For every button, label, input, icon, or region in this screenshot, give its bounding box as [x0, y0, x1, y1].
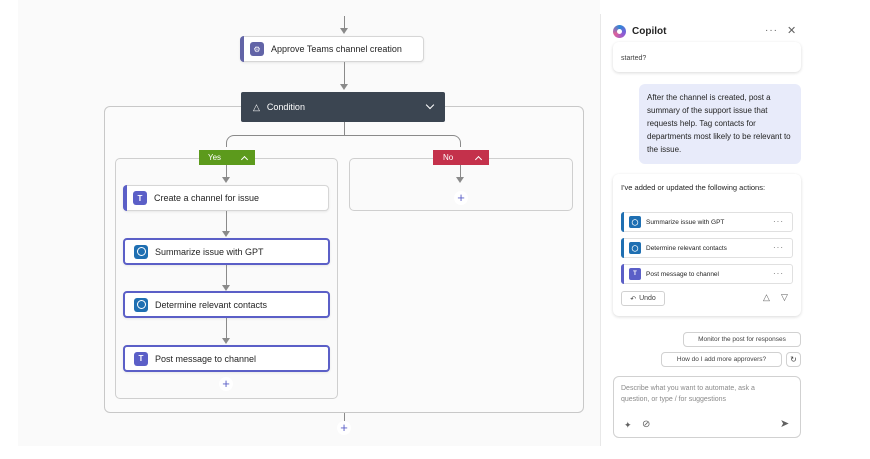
card-label: Determine relevant contacts	[155, 299, 268, 310]
copilot-title: Copilot	[632, 26, 667, 37]
suggestion-chip-monitor[interactable]: Monitor the post for responses	[683, 332, 801, 347]
teams-icon: T	[133, 191, 147, 205]
gpt-icon	[134, 244, 148, 259]
user-message-bubble: After the channel is created, post a sum…	[639, 84, 801, 164]
suggestion-chip-approvers[interactable]: How do I add more approvers?	[661, 352, 782, 367]
card-accent-bar	[240, 36, 244, 62]
arrow-head	[456, 177, 464, 183]
approve-teams-channel-card[interactable]: ⚙ Approve Teams channel creation	[240, 36, 424, 62]
refresh-suggestions-button[interactable]: ↻	[786, 352, 801, 367]
arrow-head	[222, 177, 230, 183]
action-card-determine-contacts[interactable]: Determine relevant contacts	[123, 291, 330, 318]
yes-label: Yes	[208, 153, 222, 162]
more-options-icon[interactable]: ···	[773, 269, 784, 278]
action-card-post-message[interactable]: T Post message to channel	[123, 345, 330, 372]
more-options-icon[interactable]: ···	[765, 25, 778, 36]
previous-message-text: started?	[621, 55, 647, 62]
chevron-up-icon	[474, 155, 483, 163]
accent-bar	[621, 264, 624, 284]
thumbs-up-icon[interactable]: △	[763, 292, 770, 302]
undo-icon: ↶	[630, 295, 637, 303]
sparkle-icon[interactable]: ✦	[624, 420, 632, 430]
no-branch-label[interactable]: No	[433, 150, 489, 165]
yes-branch-label[interactable]: Yes	[199, 150, 255, 165]
connector	[226, 318, 227, 340]
gpt-icon: ◯	[629, 216, 641, 228]
condition-icon: △	[253, 101, 260, 112]
condition-label: Condition	[266, 102, 305, 112]
response-action-post[interactable]: T Post message to channel ···	[621, 264, 793, 284]
undo-label: Undo	[639, 295, 656, 302]
accent-bar	[621, 212, 624, 232]
connector	[226, 265, 227, 287]
action-label: Summarize issue with GPT	[646, 218, 725, 226]
chevron-down-icon[interactable]	[425, 100, 435, 110]
connector	[460, 165, 461, 179]
input-placeholder: Describe what you want to automate, ask …	[621, 385, 755, 403]
arrow-head	[340, 28, 348, 34]
copilot-panel: Copilot ··· ✕ started? After the channel…	[600, 14, 802, 446]
refresh-icon: ↻	[790, 355, 797, 364]
connector	[344, 413, 345, 421]
copilot-logo-icon	[613, 25, 626, 38]
action-card-summarize-gpt[interactable]: Summarize issue with GPT	[123, 238, 330, 265]
card-label: Post message to channel	[155, 353, 257, 364]
card-label: Approve Teams channel creation	[271, 44, 402, 54]
add-action-button[interactable]: +	[454, 191, 468, 205]
action-label: Determine relevant contacts	[646, 244, 727, 252]
connector-yes	[226, 135, 344, 147]
no-label: No	[443, 153, 454, 162]
previous-message-card: started?	[613, 42, 801, 72]
card-label: Summarize issue with GPT	[155, 246, 264, 257]
user-message-text: After the channel is created, post a sum…	[647, 93, 791, 154]
attach-icon[interactable]: ⊘	[642, 419, 651, 430]
more-options-icon[interactable]: ···	[773, 243, 784, 252]
thumbs-down-icon[interactable]: ▽	[781, 292, 788, 302]
arrow-head	[340, 84, 348, 90]
response-action-summarize[interactable]: ◯ Summarize issue with GPT ···	[621, 212, 793, 232]
approvals-icon: ⚙	[250, 42, 264, 56]
copilot-input-box[interactable]: Describe what you want to automate, ask …	[613, 376, 801, 438]
connector	[226, 211, 227, 233]
action-card-create-channel[interactable]: T Create a channel for issue	[123, 185, 329, 211]
flow-canvas[interactable]: ⚙ Approve Teams channel creation △ Condi…	[18, 0, 600, 446]
card-accent-bar	[123, 185, 127, 211]
condition-header[interactable]: △ Condition	[241, 92, 445, 122]
connector	[344, 16, 345, 32]
arrow-head	[222, 285, 230, 291]
connector-no	[344, 135, 461, 147]
action-label: Post message to channel	[646, 270, 719, 278]
connector	[344, 62, 345, 86]
connector	[226, 165, 227, 179]
response-intro: I've added or updated the following acti…	[621, 183, 766, 192]
teams-icon: T	[134, 351, 148, 366]
gpt-icon: ◯	[629, 242, 641, 254]
suggestion-text: Monitor the post for responses	[698, 336, 786, 343]
connector	[344, 122, 345, 136]
add-action-button[interactable]: +	[337, 421, 351, 435]
chevron-up-icon	[240, 155, 249, 163]
arrow-head	[222, 338, 230, 344]
add-action-button[interactable]: +	[219, 377, 233, 391]
arrow-head	[222, 231, 230, 237]
close-icon[interactable]: ✕	[787, 25, 797, 37]
send-icon[interactable]: ➤	[780, 418, 790, 430]
card-label: Create a channel for issue	[154, 193, 260, 203]
more-options-icon[interactable]: ···	[773, 217, 784, 226]
teams-icon: T	[629, 268, 641, 280]
undo-button[interactable]: ↶ Undo	[621, 291, 665, 306]
response-action-determine[interactable]: ◯ Determine relevant contacts ···	[621, 238, 793, 258]
suggestion-text: How do I add more approvers?	[676, 356, 767, 363]
copilot-response-card: I've added or updated the following acti…	[613, 174, 801, 316]
gpt-icon	[134, 297, 148, 312]
accent-bar	[621, 238, 624, 258]
